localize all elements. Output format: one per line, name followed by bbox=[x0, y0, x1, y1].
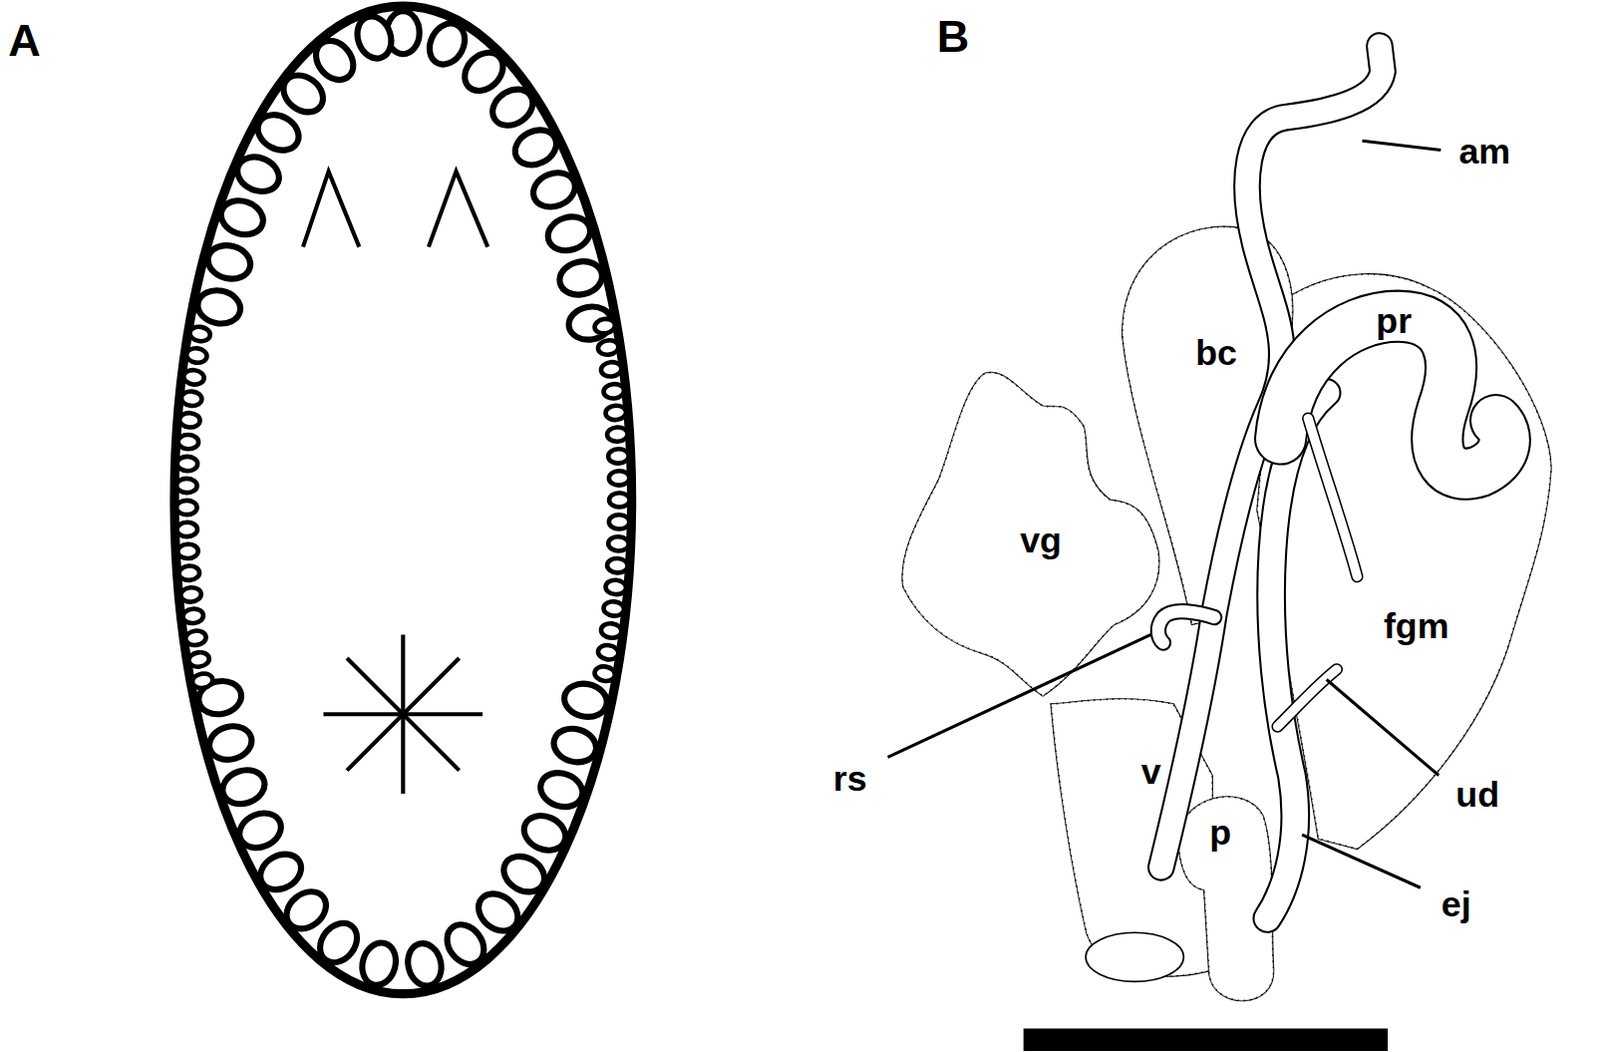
marginal-circle bbox=[182, 608, 205, 625]
part-label: am bbox=[1455, 132, 1514, 169]
marginal-circle bbox=[180, 586, 203, 603]
marginal-circle bbox=[183, 368, 206, 385]
marginal-circle bbox=[351, 11, 397, 63]
part-label: ud bbox=[1452, 775, 1503, 812]
marginal-circle bbox=[600, 360, 623, 378]
part-label: vg bbox=[1016, 520, 1065, 557]
genital-pore bbox=[1085, 932, 1184, 981]
marginal-circle bbox=[485, 81, 540, 133]
marginal-circles bbox=[176, 10, 630, 989]
marginal-circle bbox=[279, 884, 333, 937]
stipple bbox=[1178, 796, 1275, 1000]
marginal-circle bbox=[608, 536, 630, 552]
reproductive-system-drawing bbox=[888, 45, 1552, 1051]
marginal-circle bbox=[234, 806, 287, 854]
marginal-circle bbox=[497, 849, 552, 900]
marginal-circle bbox=[518, 809, 572, 857]
marginal-circle bbox=[593, 317, 616, 334]
marginal-circle bbox=[176, 500, 198, 515]
marginal-circle bbox=[177, 433, 199, 449]
marginal-circle bbox=[605, 404, 628, 421]
marginal-circle bbox=[597, 643, 620, 661]
part-label: pr bbox=[1372, 301, 1415, 337]
chevron-mark bbox=[428, 171, 488, 248]
marginal-circle bbox=[556, 257, 606, 300]
marginal-circle bbox=[403, 940, 446, 990]
marginal-circle bbox=[180, 390, 203, 407]
marginal-circle bbox=[528, 166, 581, 213]
panel-letter: B bbox=[934, 13, 973, 59]
marginal-circle bbox=[308, 32, 361, 87]
marginal-circle bbox=[312, 915, 364, 969]
marginal-circle bbox=[609, 470, 631, 486]
marginal-circle bbox=[471, 886, 526, 939]
marginal-circle bbox=[187, 650, 210, 668]
marginal-circle bbox=[603, 382, 626, 399]
marginal-circle bbox=[550, 723, 601, 767]
marginal-circle bbox=[607, 426, 629, 442]
ducts bbox=[1158, 45, 1505, 919]
marginal-circle bbox=[607, 557, 629, 573]
marginal-circle bbox=[188, 324, 211, 342]
part-label: v bbox=[1138, 752, 1165, 789]
asterisk-mark bbox=[322, 634, 483, 794]
marginal-circle bbox=[357, 939, 401, 989]
penis-shape bbox=[1178, 796, 1275, 1000]
marginal-circle bbox=[609, 492, 630, 507]
marginal-circle bbox=[536, 767, 588, 813]
marginal-circle bbox=[422, 16, 472, 70]
marginal-circle bbox=[184, 629, 207, 646]
panel-a-drawing bbox=[174, 5, 633, 994]
marginal-circle bbox=[605, 579, 628, 596]
marginal-circle bbox=[457, 44, 512, 99]
marginal-circle bbox=[276, 67, 330, 120]
marginal-circle bbox=[176, 522, 198, 538]
panel-letter: A bbox=[4, 17, 44, 63]
part-label: fgm bbox=[1380, 606, 1453, 642]
marginal-circle bbox=[509, 123, 563, 172]
marginal-circle bbox=[179, 411, 201, 428]
chevron-mark bbox=[303, 171, 359, 248]
marginal-circle bbox=[597, 338, 620, 356]
scale-bar bbox=[1023, 1027, 1388, 1051]
marginal-circle bbox=[218, 764, 270, 810]
marginal-circle bbox=[185, 346, 208, 364]
marginal-circle bbox=[176, 456, 198, 472]
marginal-circle bbox=[600, 622, 623, 640]
leader-lines bbox=[888, 140, 1442, 888]
marginal-circle bbox=[544, 211, 596, 256]
part-label: bc bbox=[1192, 333, 1241, 370]
marginal-circle bbox=[608, 448, 630, 464]
marginal-circle bbox=[609, 514, 631, 530]
marginal-circle bbox=[191, 671, 215, 690]
marginal-circle bbox=[232, 150, 285, 198]
marginal-circle bbox=[194, 287, 243, 327]
marginal-circle bbox=[251, 107, 305, 157]
marginal-circle bbox=[176, 478, 198, 494]
body-outline bbox=[174, 5, 633, 994]
marginal-circle bbox=[204, 241, 255, 284]
marginal-circle bbox=[561, 679, 611, 721]
marginal-circle bbox=[177, 543, 199, 559]
marginal-circle bbox=[178, 565, 200, 582]
marginal-circle bbox=[205, 721, 256, 765]
marginal-circle bbox=[593, 664, 616, 682]
marginal-circle bbox=[216, 195, 268, 241]
part-label: rs bbox=[830, 759, 871, 796]
part-label: ej bbox=[1438, 885, 1475, 922]
marginal-circle bbox=[254, 847, 309, 898]
part-label: p bbox=[1206, 813, 1235, 850]
marginal-circle bbox=[439, 917, 492, 971]
marginal-circle bbox=[603, 600, 626, 617]
